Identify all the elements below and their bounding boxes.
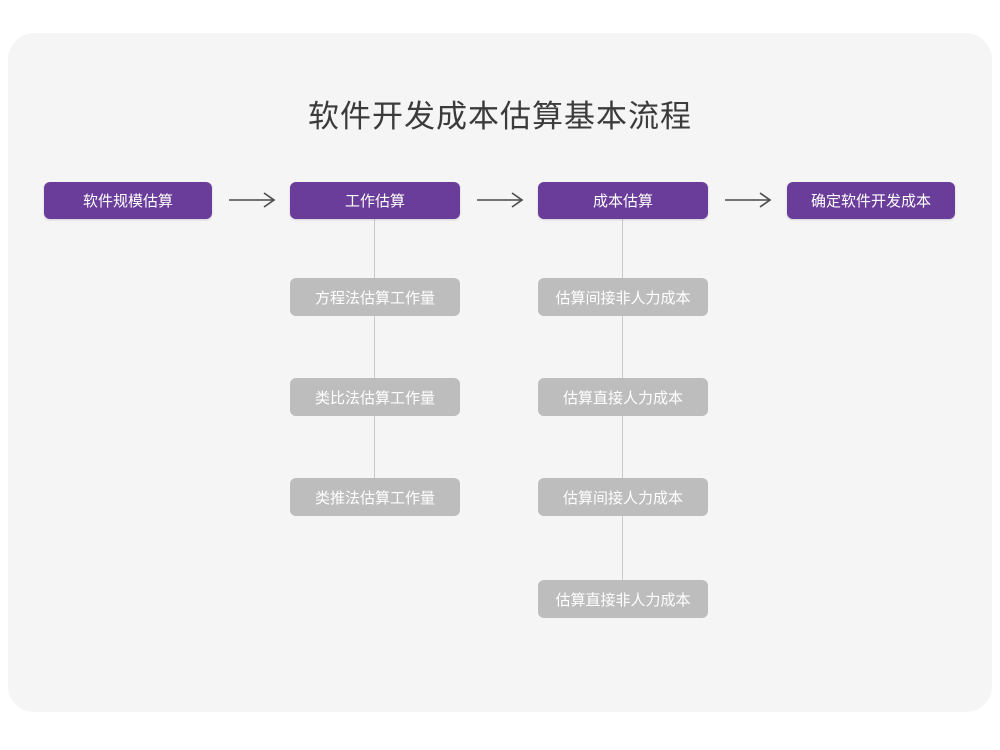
flow-substep-label: 方程法估算工作量 — [314, 289, 435, 307]
flow-step-label: 成本估算 — [592, 193, 653, 210]
flow-substep-label: 类比法估算工作量 — [314, 389, 435, 407]
flow-step-determine-development-cost[interactable]: 确定软件开发成本 — [787, 182, 955, 219]
flow-substep-label: 类推法估算工作量 — [314, 489, 435, 507]
flow-step-label: 软件规模估算 — [82, 193, 173, 210]
flow-substep-direct-nonlabor-cost[interactable]: 估算直接非人力成本 — [538, 580, 708, 618]
flow-step-software-size-estimation[interactable]: 软件规模估算 — [44, 182, 212, 219]
flow-step-label: 确定软件开发成本 — [810, 193, 931, 210]
flow-substep-label: 估算间接非人力成本 — [555, 289, 691, 307]
flow-substep-direct-labor-cost[interactable]: 估算直接人力成本 — [538, 378, 708, 416]
flow-arrow-2 — [476, 185, 528, 215]
flow-step-label: 工作估算 — [344, 193, 405, 210]
flow-step-cost-estimation[interactable]: 成本估算 — [538, 182, 708, 219]
page-title: 软件开发成本估算基本流程 — [308, 99, 692, 134]
content-card — [8, 33, 992, 712]
flow-substep-equation-method[interactable]: 方程法估算工作量 — [290, 278, 460, 316]
connector-line-step-2 — [374, 218, 375, 498]
flow-substep-indirect-nonlabor-cost[interactable]: 估算间接非人力成本 — [538, 278, 708, 316]
flow-substep-label: 估算直接人力成本 — [562, 389, 683, 407]
flow-arrow-1 — [228, 185, 280, 215]
flow-step-effort-estimation[interactable]: 工作估算 — [290, 182, 460, 219]
flow-arrow-3 — [724, 185, 776, 215]
flow-substep-inference-method[interactable]: 类推法估算工作量 — [290, 478, 460, 516]
flow-substep-indirect-labor-cost[interactable]: 估算间接人力成本 — [538, 478, 708, 516]
flow-substep-label: 估算直接非人力成本 — [555, 591, 691, 609]
flow-substep-label: 估算间接人力成本 — [562, 489, 683, 507]
flow-substep-analogy-method[interactable]: 类比法估算工作量 — [290, 378, 460, 416]
